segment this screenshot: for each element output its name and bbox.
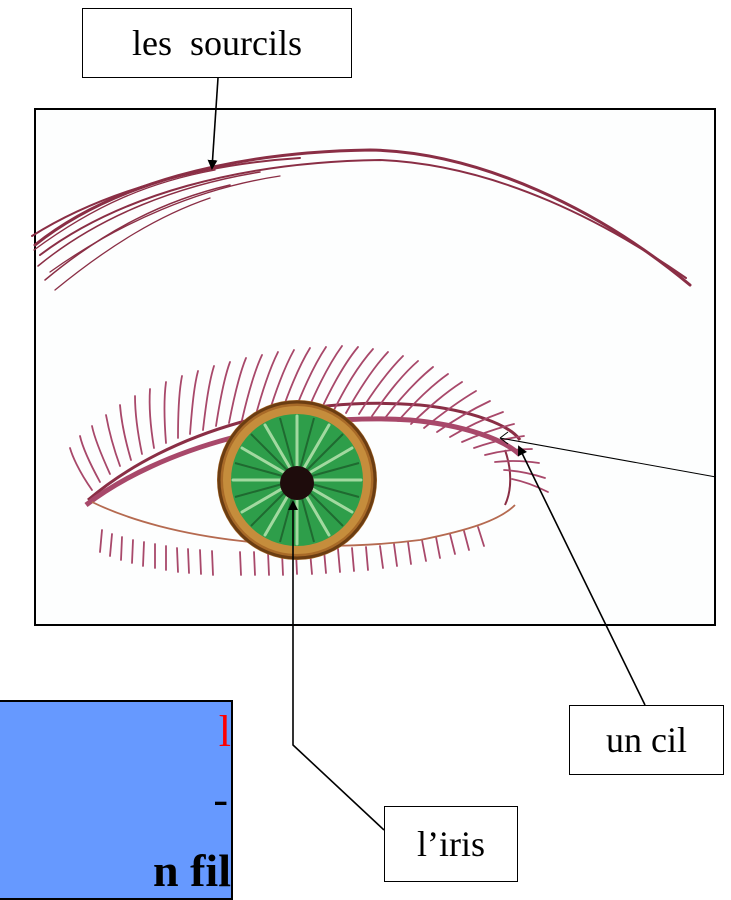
eyebrows-pointer-arrow	[212, 78, 218, 168]
blue-box-line-1: l	[219, 710, 231, 754]
iris-label: l’iris	[384, 806, 518, 882]
pupil	[280, 466, 314, 500]
eyelash-pointer-arrow	[519, 447, 645, 705]
eyebrow	[32, 150, 690, 290]
blue-box-line-3: n fil	[153, 848, 231, 894]
eyelash-thin-line	[500, 438, 716, 477]
eyelash-label: un cil	[569, 705, 724, 775]
blue-box-line-2: -	[213, 778, 228, 822]
blue-caption-box: l - n fil	[0, 700, 233, 900]
